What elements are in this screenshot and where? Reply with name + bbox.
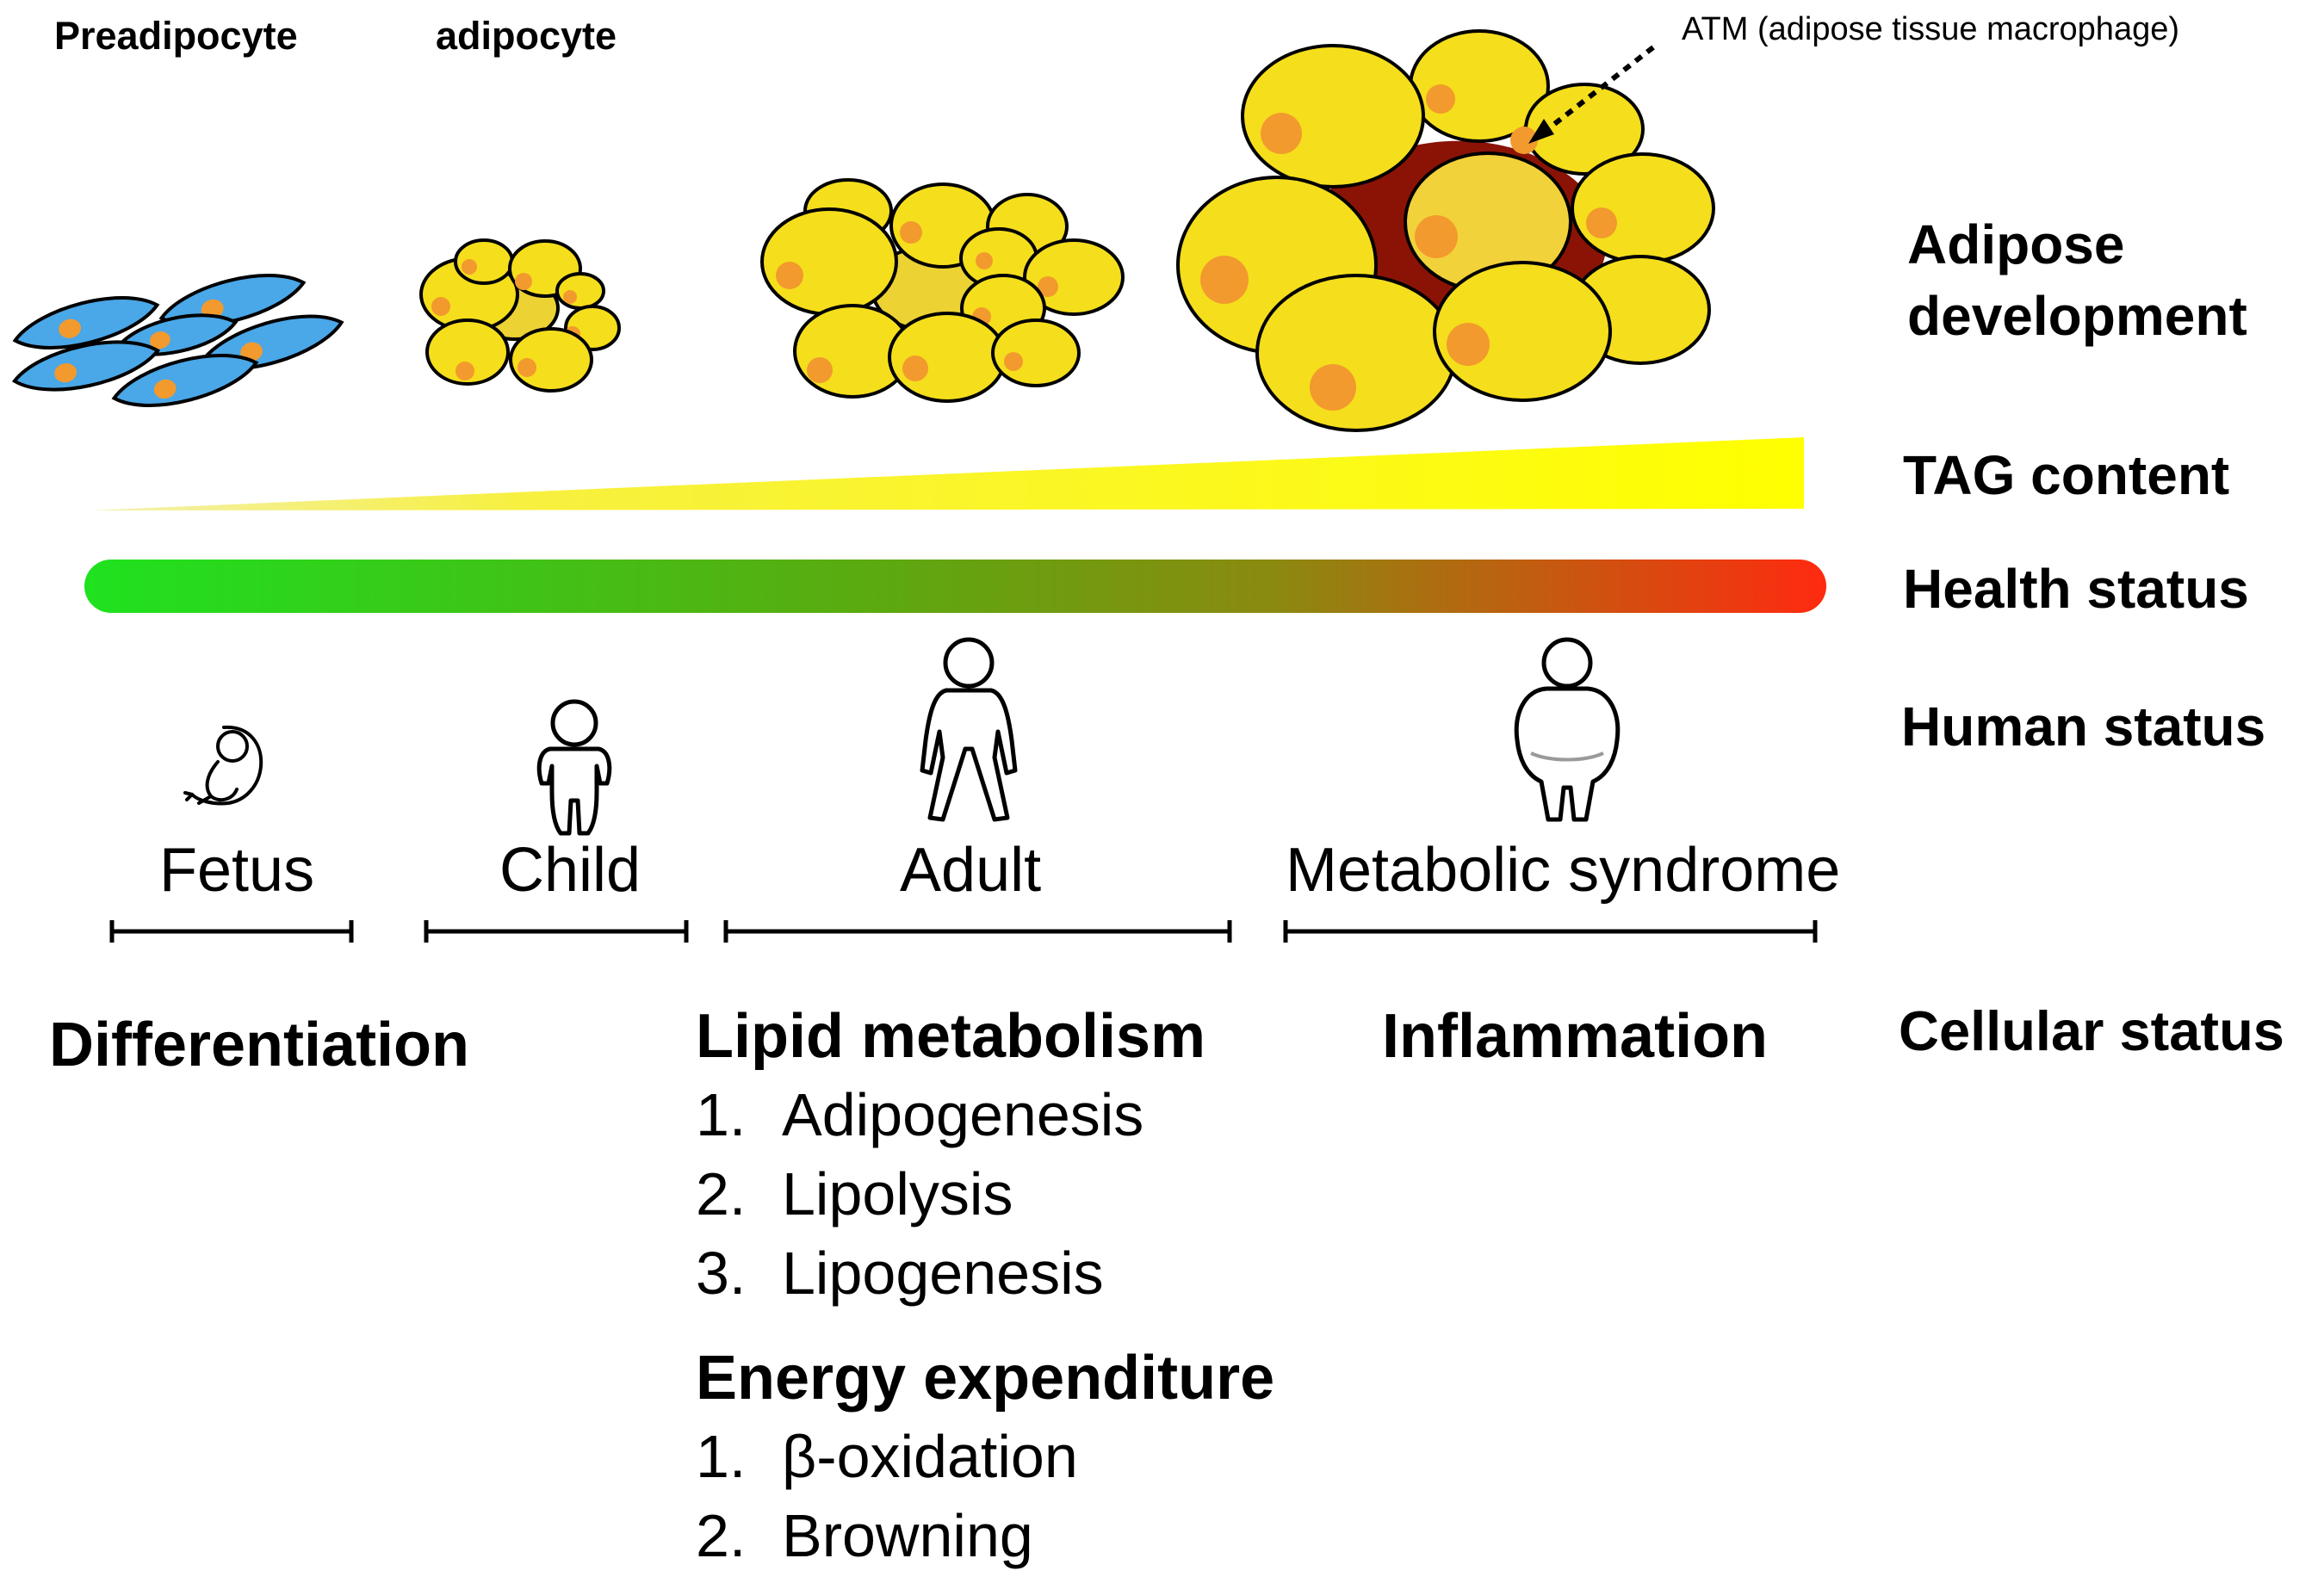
human-status-label: Human status bbox=[1901, 696, 2266, 757]
atm-label: ATM (adipose tissue macrophage) bbox=[1682, 11, 2179, 47]
fetus-icon bbox=[183, 725, 263, 806]
stage-label-fetus: Fetus bbox=[159, 836, 315, 905]
energy-item-text: β-oxidation bbox=[782, 1423, 1078, 1490]
lipid-item-number: 3. bbox=[696, 1240, 747, 1307]
preadipocyte-label: Preadipocyte bbox=[54, 14, 298, 58]
health-status-label: Health status bbox=[1903, 558, 2249, 620]
macrophage-cell bbox=[1510, 83, 1645, 176]
preadipocyte-cell bbox=[111, 354, 259, 407]
atm-arrowhead bbox=[1528, 119, 1554, 144]
bracket-adult bbox=[723, 920, 1232, 943]
energy-expenditure-title: Energy expenditure bbox=[696, 1344, 1275, 1413]
lipid-item: 3.Lipogenesis bbox=[696, 1243, 1104, 1303]
energy-item-number: 2. bbox=[696, 1502, 747, 1569]
adipocyte-cell bbox=[454, 238, 514, 285]
tag-content-wedge bbox=[90, 437, 1804, 510]
adipose-development-label-line1: Adipose bbox=[1907, 213, 2125, 275]
adipocyte-cell bbox=[425, 318, 510, 386]
stage-brackets bbox=[109, 920, 1818, 943]
stage-label-adult: Adult bbox=[900, 836, 1042, 905]
lipid-item-text: Lipogenesis bbox=[782, 1240, 1104, 1307]
preadipocyte-cluster bbox=[11, 274, 344, 407]
adipocyte-cell bbox=[1241, 44, 1425, 189]
stage-label-metabolic-syndrome: Metabolic syndrome bbox=[1286, 836, 1841, 905]
adipocyte-cell bbox=[1433, 261, 1612, 402]
cellular-status-label: Cellular status bbox=[1899, 999, 2284, 1062]
differentiation-label: Differentiation bbox=[49, 1011, 470, 1079]
lipid-item-text: Lipolysis bbox=[782, 1160, 1013, 1227]
adipocyte-cluster-medium bbox=[760, 178, 1125, 403]
adipocyte-cluster-small bbox=[419, 238, 621, 393]
energy-item: 1. β-oxidation bbox=[696, 1426, 1078, 1487]
child-icon bbox=[536, 699, 612, 836]
obese-adult-icon bbox=[1514, 637, 1621, 822]
adipocyte-cell bbox=[959, 227, 1038, 289]
adipocyte-cell bbox=[555, 272, 605, 310]
lipid-item-number: 2. bbox=[696, 1160, 747, 1227]
bracket-metabolic-syndrome bbox=[1283, 920, 1818, 943]
inflammation-label: Inflammation bbox=[1382, 1002, 1769, 1071]
energy-item-text: Browning bbox=[782, 1502, 1033, 1569]
lipid-item-number: 1. bbox=[696, 1081, 747, 1148]
bracket-fetus bbox=[109, 920, 354, 943]
adipose-development-label-line2: development bbox=[1907, 285, 2247, 347]
bracket-child bbox=[424, 920, 689, 943]
adipocyte-cell bbox=[760, 207, 898, 316]
adipocyte-cell bbox=[1404, 151, 1572, 293]
health-status-bar bbox=[84, 560, 1826, 613]
adipocyte-label: adipocyte bbox=[436, 14, 617, 58]
lipid-item: 2.Lipolysis bbox=[696, 1164, 1013, 1224]
adult-icon bbox=[920, 637, 1018, 822]
lipid-metabolism-title: Lipid metabolism bbox=[696, 1002, 1206, 1071]
preadipocyte-cell bbox=[11, 340, 161, 392]
stage-label-child: Child bbox=[499, 836, 641, 905]
preadipocyte-cell bbox=[12, 296, 160, 349]
adipocyte-cell bbox=[509, 327, 593, 393]
lipid-item-text: Adipogenesis bbox=[782, 1081, 1144, 1148]
adipocyte-cluster-large bbox=[1176, 29, 1715, 432]
lipid-item: 1.Adipogenesis bbox=[696, 1085, 1143, 1145]
adipocyte-cell bbox=[1255, 274, 1457, 432]
adipocyte-cell bbox=[1571, 152, 1715, 264]
adipocyte-cell bbox=[888, 312, 1007, 403]
energy-item: 2.Browning bbox=[696, 1506, 1033, 1566]
adipocyte-cell bbox=[1023, 238, 1125, 316]
energy-item-number: 1. bbox=[696, 1423, 747, 1490]
tag-content-label: TAG content bbox=[1903, 444, 2230, 506]
adipocyte-cell bbox=[991, 318, 1081, 387]
